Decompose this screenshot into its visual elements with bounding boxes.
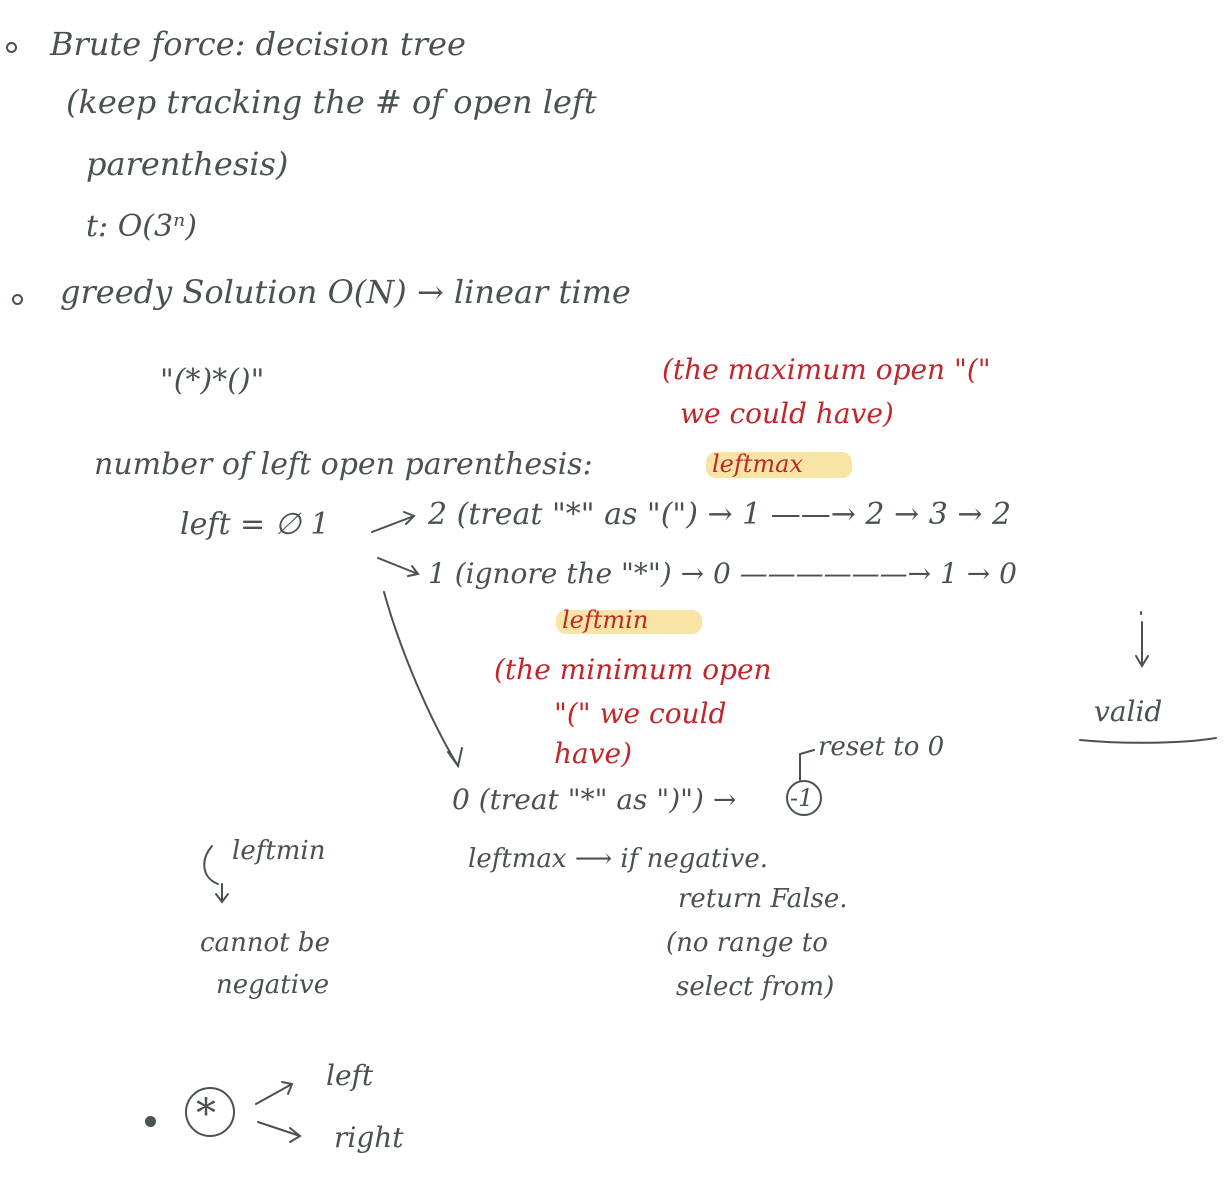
star-right-label: right	[334, 1121, 404, 1154]
brute-force-detail-2: parenthesis)	[86, 145, 289, 183]
min-note-line-1: (the minimum open	[494, 653, 772, 686]
reset-pointer	[799, 749, 815, 781]
max-note-line-1: (the maximum open "("	[662, 353, 991, 386]
max-note-line-2: we could have)	[680, 397, 894, 430]
min-path: 1 (ignore the "*") → 0 ——————→ 1 → 0	[428, 557, 1017, 590]
negative-value: -1	[790, 784, 814, 812]
star-arrow-left	[255, 1081, 294, 1105]
leftmax-highlight	[706, 452, 852, 478]
leftmin-highlight	[556, 610, 702, 634]
star-arrow-right	[257, 1121, 302, 1143]
leftmin-bracket	[203, 845, 229, 904]
leftmin-rule-line-1: cannot be	[200, 928, 330, 958]
min-note-line-2: "(" we could	[554, 697, 727, 730]
star-circle	[185, 1087, 235, 1137]
left-start: left = ∅ 1	[180, 507, 330, 542]
brute-force-detail-1: (keep tracking the # of open left	[66, 83, 597, 121]
min-note-line-3: have)	[554, 737, 633, 770]
leftmin-rule-title: leftmin	[232, 836, 326, 866]
branch-curve-to-negative	[383, 591, 463, 769]
bullet-2	[12, 294, 23, 305]
negative-circle	[786, 780, 822, 816]
leftmax-rule-line-1: leftmax ⟶ if negative.	[468, 844, 768, 874]
negative-path: 0 (treat "*" as ")") →	[452, 783, 737, 816]
max-path: 2 (treat "*" as "(") → 1 ——→ 2 → 3 → 2	[428, 497, 1012, 532]
reset-note: reset to 0	[818, 732, 945, 762]
brute-force-heading: Brute force: decision tree	[50, 25, 466, 63]
bullet-3	[145, 1116, 156, 1127]
brute-force-complexity: t: O(3ⁿ)	[86, 209, 197, 244]
example-string: "(*)*()"	[160, 363, 265, 398]
valid-label: valid	[1094, 695, 1163, 728]
leftmin-label: leftmin	[562, 606, 649, 634]
leftmin-rule-line-2: negative	[216, 970, 330, 1000]
leftmax-rule-line-4: select from)	[676, 972, 835, 1002]
arrow-to-valid	[1135, 621, 1149, 668]
valid-underline	[1079, 737, 1217, 744]
leftmax-rule-line-3: (no range to	[666, 928, 828, 958]
leftmax-label: leftmax	[712, 450, 804, 478]
star-left-label: left	[326, 1059, 374, 1092]
star-symbol: *	[196, 1091, 216, 1137]
greedy-heading: greedy Solution O(N) → linear time	[60, 273, 631, 311]
branch-arrow-down	[377, 557, 420, 577]
branch-arrow-up	[371, 511, 416, 533]
leftmax-rule-line-2: return False.	[678, 884, 848, 914]
count-label: number of left open parenthesis:	[94, 447, 593, 482]
bullet-1	[6, 42, 17, 53]
